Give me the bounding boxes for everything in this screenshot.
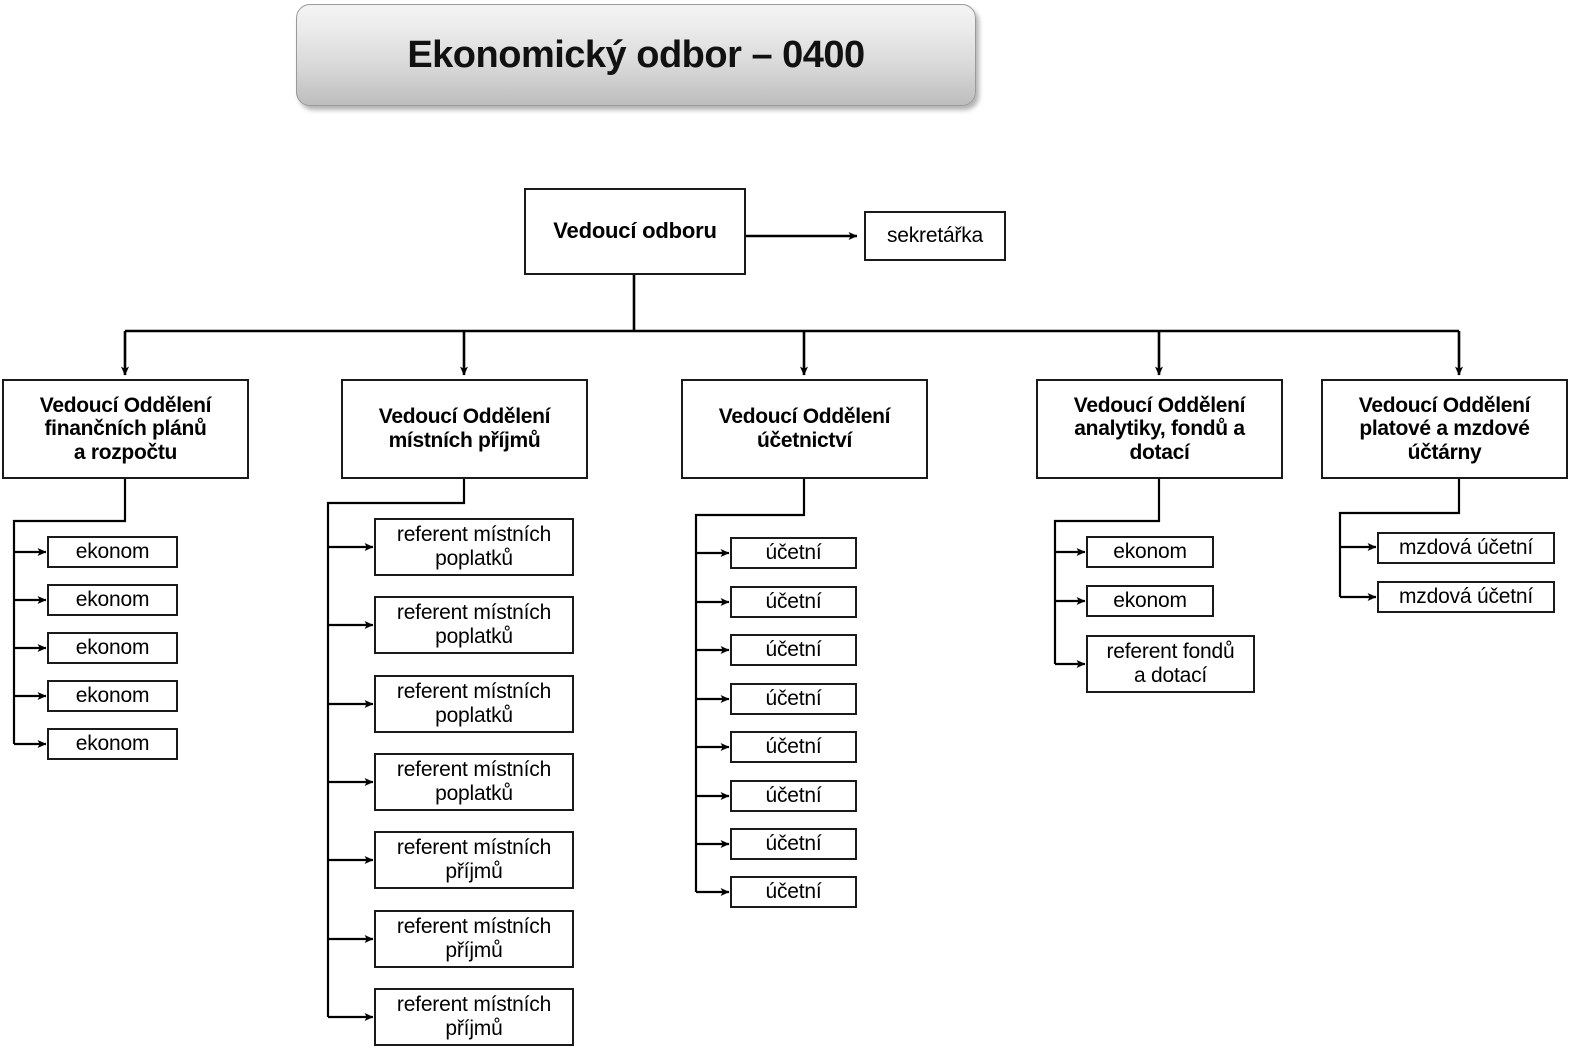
connector-dept-1-spine — [12, 479, 127, 744]
node-staff-d2-7-label: referent místních příjmů — [396, 993, 552, 1040]
node-staff-d3-1[interactable]: účetní — [730, 537, 857, 569]
node-secretary-label: sekretářka — [886, 224, 984, 248]
node-department-head-4[interactable]: Vedoucí Oddělení analytiky, fondů a dota… — [1036, 379, 1283, 479]
chart-title-text: Ekonomický odbor – 0400 — [407, 33, 865, 76]
node-staff-d4-2-label: ekonom — [1113, 589, 1187, 613]
chart-title-banner: Ekonomický odbor – 0400 — [296, 4, 976, 106]
node-staff-d3-5[interactable]: účetní — [730, 731, 857, 763]
node-staff-d4-1-label: ekonom — [1113, 540, 1187, 564]
node-staff-d3-6[interactable]: účetní — [730, 780, 857, 812]
node-head-of-department-label: Vedoucí odboru — [553, 218, 717, 244]
node-department-head-2[interactable]: Vedoucí Oddělení místních příjmů — [341, 379, 588, 479]
node-secretary[interactable]: sekretářka — [864, 211, 1006, 261]
node-department-head-3[interactable]: Vedoucí Oddělení účetnictví — [681, 379, 928, 479]
node-staff-d5-1[interactable]: mzdová účetní — [1377, 532, 1555, 564]
connector-dept-4-spine — [1053, 479, 1161, 664]
node-staff-d3-7[interactable]: účetní — [730, 828, 857, 860]
node-staff-d2-5[interactable]: referent místních příjmů — [374, 831, 574, 889]
node-staff-d2-3[interactable]: referent místních poplatků — [374, 675, 574, 733]
node-staff-d1-2-label: ekonom — [75, 588, 150, 612]
node-staff-d2-1[interactable]: referent místních poplatků — [374, 518, 574, 576]
node-staff-d1-3[interactable]: ekonom — [47, 632, 178, 664]
node-staff-d3-8-label: účetní — [765, 880, 822, 904]
node-staff-d2-2[interactable]: referent místních poplatků — [374, 596, 574, 654]
node-staff-d3-4-label: účetní — [765, 687, 822, 711]
node-staff-d3-3-label: účetní — [765, 638, 822, 662]
node-staff-d1-4-label: ekonom — [75, 684, 150, 708]
node-staff-d2-6[interactable]: referent místních příjmů — [374, 910, 574, 968]
node-department-head-3-label: Vedoucí Oddělení účetnictví — [718, 405, 891, 452]
node-staff-d5-1-label: mzdová účetní — [1399, 536, 1533, 560]
connector-dept-2-spine — [326, 479, 466, 1017]
node-staff-d3-7-label: účetní — [765, 832, 822, 856]
node-staff-d1-3-label: ekonom — [75, 636, 150, 660]
node-staff-d4-2[interactable]: ekonom — [1086, 585, 1214, 617]
node-staff-d4-1[interactable]: ekonom — [1086, 536, 1214, 568]
node-department-head-2-label: Vedoucí Oddělení místních příjmů — [378, 405, 551, 452]
node-staff-d2-7[interactable]: referent místních příjmů — [374, 988, 574, 1046]
node-staff-d3-5-label: účetní — [765, 735, 822, 759]
node-staff-d2-6-label: referent místních příjmů — [396, 915, 552, 962]
node-staff-d3-4[interactable]: účetní — [730, 683, 857, 715]
connector-dept-3-spine — [694, 479, 806, 892]
node-staff-d1-1[interactable]: ekonom — [47, 536, 178, 568]
node-staff-d4-3-label: referent fondů a dotací — [1106, 640, 1235, 687]
node-staff-d1-5[interactable]: ekonom — [47, 728, 178, 760]
node-staff-d3-3[interactable]: účetní — [730, 634, 857, 666]
node-staff-d2-1-label: referent místních poplatků — [396, 523, 552, 570]
node-staff-d1-1-label: ekonom — [75, 540, 150, 564]
node-staff-d1-4[interactable]: ekonom — [47, 680, 178, 712]
node-staff-d2-3-label: referent místních poplatků — [396, 680, 552, 727]
node-staff-d2-5-label: referent místních příjmů — [396, 836, 552, 883]
node-department-head-5-label: Vedoucí Oddělení platové a mzdové účtárn… — [1358, 393, 1531, 464]
node-department-head-5[interactable]: Vedoucí Oddělení platové a mzdové účtárn… — [1321, 379, 1568, 479]
node-department-head-1-label: Vedoucí Oddělení finančních plánů a rozp… — [39, 393, 212, 464]
node-head-of-department[interactable]: Vedoucí odboru — [524, 188, 746, 275]
node-staff-d3-8[interactable]: účetní — [730, 876, 857, 908]
node-staff-d3-2[interactable]: účetní — [730, 586, 857, 618]
node-staff-d2-4-label: referent místních poplatků — [396, 758, 552, 805]
node-staff-d3-2-label: účetní — [765, 590, 822, 614]
node-staff-d3-6-label: účetní — [765, 784, 822, 808]
connector-dept-5-spine — [1338, 479, 1461, 597]
node-staff-d5-2[interactable]: mzdová účetní — [1377, 581, 1555, 613]
node-staff-d1-2[interactable]: ekonom — [47, 584, 178, 616]
node-department-head-4-label: Vedoucí Oddělení analytiky, fondů a dota… — [1073, 393, 1246, 464]
node-staff-d1-5-label: ekonom — [75, 732, 150, 756]
node-staff-d2-4[interactable]: referent místních poplatků — [374, 753, 574, 811]
node-staff-d4-3[interactable]: referent fondů a dotací — [1086, 635, 1255, 693]
node-department-head-1[interactable]: Vedoucí Oddělení finančních plánů a rozp… — [2, 379, 249, 479]
node-staff-d2-2-label: referent místních poplatků — [396, 601, 552, 648]
node-staff-d5-2-label: mzdová účetní — [1399, 585, 1533, 609]
node-staff-d3-1-label: účetní — [765, 541, 822, 565]
